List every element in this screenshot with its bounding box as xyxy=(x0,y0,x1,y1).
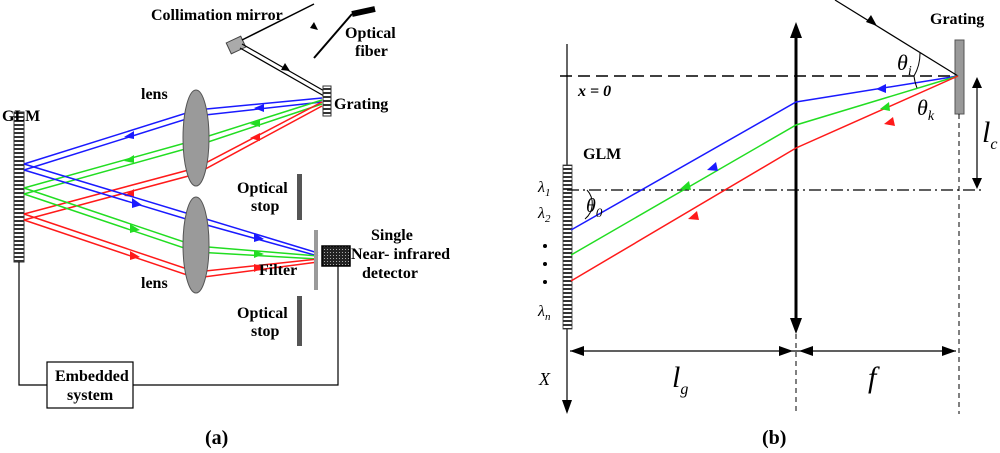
embedded-label-2: system xyxy=(67,387,114,404)
lens-bottom xyxy=(182,196,210,294)
optical-fiber-tip xyxy=(351,6,376,17)
detector-label-3: detector xyxy=(362,265,418,282)
optical-stop-bottom-label-2: stop xyxy=(251,323,280,340)
blue-ray xyxy=(570,75,959,231)
lc-label: lc xyxy=(982,116,997,153)
glm-a xyxy=(13,111,25,263)
collimation-mirror-label: Collimation mirror xyxy=(151,7,283,24)
incident-ray xyxy=(834,0,959,77)
x-zero-label: x = 0 xyxy=(577,83,611,100)
lambda-1-label: λ1 xyxy=(537,179,550,199)
grating-a xyxy=(322,85,332,117)
theta-i-arc xyxy=(913,52,921,77)
lens-top xyxy=(182,89,210,187)
fiber-arrow xyxy=(310,22,318,30)
optical-stop-top-label-2: stop xyxy=(251,198,280,215)
lambda-2-label: λ2 xyxy=(537,205,551,225)
optical-stop-bottom xyxy=(297,296,302,346)
panel-a: Collimation mirror Optical fiber Grating… xyxy=(2,3,450,449)
detector-label-2: Near- infrared xyxy=(351,246,450,263)
optical-stop-top xyxy=(297,174,302,220)
detector-label-1: Single xyxy=(371,227,413,244)
glm-label-a: GLM xyxy=(2,108,40,125)
wire xyxy=(18,262,47,386)
lambda-n-label: λn xyxy=(537,303,551,323)
upper-arrows xyxy=(124,104,264,197)
glm-label-b: GLM xyxy=(583,146,621,163)
embedded-system-box xyxy=(46,361,134,409)
filter-label: Filter xyxy=(259,262,297,279)
wire-right xyxy=(133,266,339,386)
lg-label: lg xyxy=(672,361,688,398)
theta-k-label: θk xyxy=(917,95,935,124)
optical-stop-bottom-label-1: Optical xyxy=(237,305,288,322)
ellipsis-dots xyxy=(543,244,547,284)
embedded-label-1: Embedded xyxy=(55,368,129,385)
lens-bottom-label: lens xyxy=(141,275,168,292)
theta-0-arc xyxy=(584,189,593,220)
optical-stop-top-label-1: Optical xyxy=(237,180,288,197)
filter xyxy=(314,230,318,290)
optical-fiber-label-2: fiber xyxy=(355,43,388,60)
x-axis-arrow xyxy=(562,400,572,414)
red-ray xyxy=(570,75,959,282)
caption-a: (a) xyxy=(205,427,228,449)
detector xyxy=(321,245,351,267)
theta-k-arc xyxy=(913,75,918,89)
collimation-mirror xyxy=(225,35,247,55)
green-ray xyxy=(570,75,959,256)
grating-label-a: Grating xyxy=(334,96,388,113)
lens-top-label: lens xyxy=(141,86,168,103)
lower-arrows xyxy=(130,198,264,272)
x-axis-label: X xyxy=(538,369,551,389)
grating-label-b: Grating xyxy=(930,11,984,28)
beam-arrow xyxy=(281,63,290,71)
panel-b: Grating GLM x = 0 θi θk θ0 lc lg f X λ1 … xyxy=(537,0,997,449)
glm-b xyxy=(562,164,573,330)
optical-fiber-label-1: Optical xyxy=(345,25,396,42)
theta-0-label: θ0 xyxy=(586,195,603,220)
optical-fiber-cable xyxy=(313,13,353,59)
theta-i-label: θi xyxy=(897,50,912,79)
caption-b: (b) xyxy=(762,427,786,449)
f-label: f xyxy=(868,361,880,394)
